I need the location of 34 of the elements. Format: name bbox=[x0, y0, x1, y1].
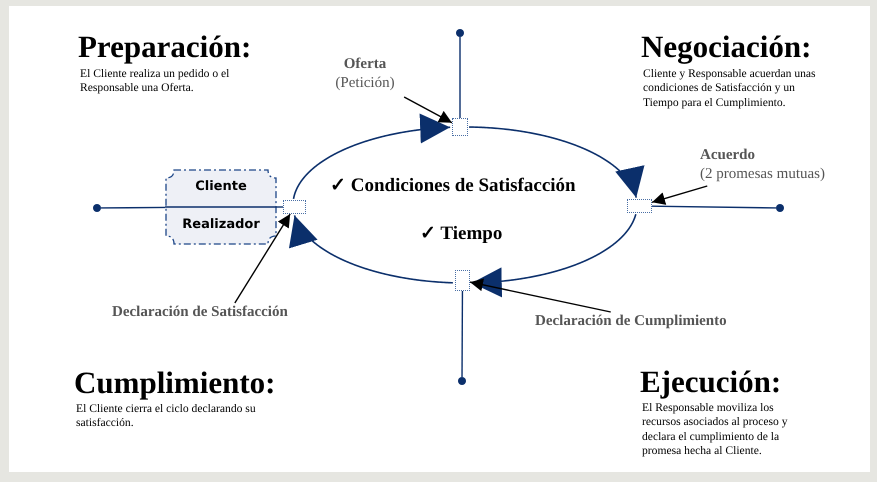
phase-heading: Negociación: bbox=[641, 30, 812, 64]
connector-line bbox=[461, 291, 464, 377]
phase-heading: Cumplimiento: bbox=[74, 366, 276, 400]
connection-square bbox=[452, 118, 468, 136]
leader-arrow bbox=[234, 214, 291, 304]
phase-description: El Cliente cierra el ciclo declarando su satisfacción. bbox=[76, 402, 257, 431]
callout-subtitle: (2 promesas mutuas) bbox=[700, 164, 825, 184]
callout-title: Declaración de Satisfacción bbox=[112, 303, 288, 322]
cycle-arrow bbox=[292, 114, 450, 200]
callout-subtitle: (Petición) bbox=[335, 74, 395, 92]
connector-line bbox=[459, 37, 461, 118]
actor-box bbox=[165, 169, 277, 245]
connector-line bbox=[101, 206, 165, 209]
phase-description: El Responsable moviliza los recursos asociados al proceso y declara el cumplimiento de la promesa hecha al Cliente. bbox=[642, 401, 789, 459]
leader-arrow bbox=[404, 96, 452, 124]
role-label: Cliente bbox=[194, 179, 248, 194]
role-label: Realizador bbox=[181, 217, 261, 232]
callout-title: Oferta bbox=[344, 55, 386, 74]
leader-arrow bbox=[652, 185, 708, 205]
connection-square bbox=[283, 200, 306, 214]
phase-heading: Ejecución: bbox=[640, 365, 782, 400]
callout-title: Acuerdo bbox=[700, 146, 755, 165]
phase-description: Cliente y Responsable acuerdan unas condiciones de Satisfacción y un Tiempo para el Cumplimiento. bbox=[643, 67, 817, 110]
callout-title: Declaración de Cumplimiento bbox=[535, 312, 727, 331]
leader-arrow bbox=[470, 278, 611, 313]
cycle-arrow bbox=[288, 215, 453, 284]
phase-heading: Preparación: bbox=[78, 30, 252, 64]
cycle-arrow bbox=[469, 126, 644, 198]
connection-square bbox=[455, 270, 470, 291]
connection-square bbox=[627, 199, 652, 213]
connector-line bbox=[652, 205, 776, 209]
cycle-condition: ✓ Condiciones de Satisfacción bbox=[330, 174, 576, 197]
cycle-condition: ✓ Tiempo bbox=[420, 222, 502, 245]
phase-description: El Cliente realiza un pedido o el Responsable una Oferta. bbox=[80, 67, 230, 96]
